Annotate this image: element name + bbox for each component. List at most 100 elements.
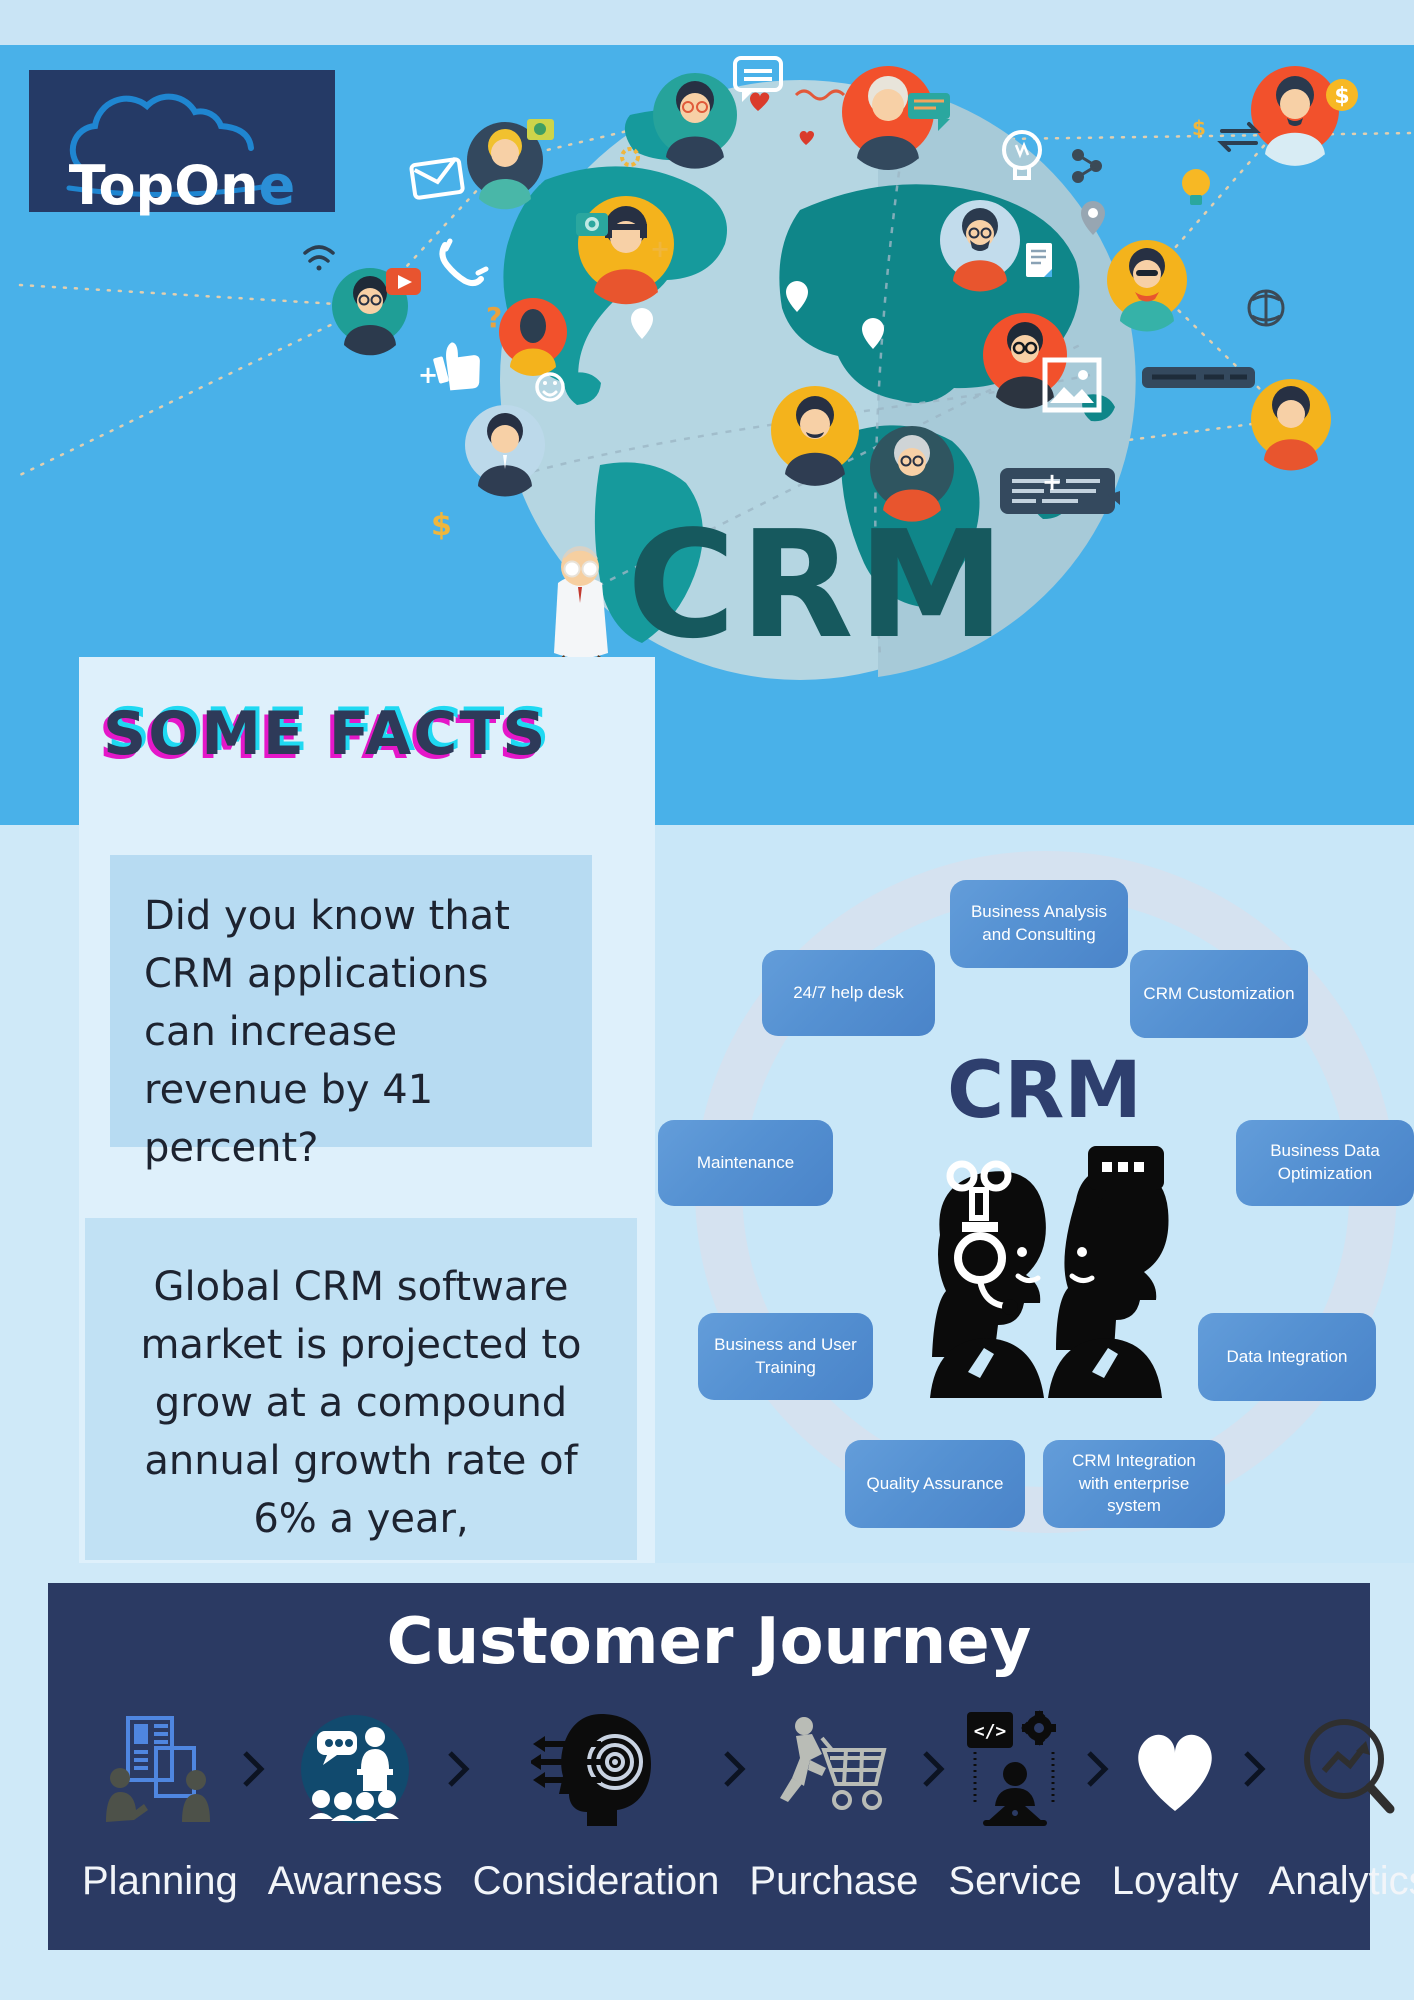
diagram-label-business-user-training: Business and User Training [698, 1313, 873, 1400]
avatar-curly-woman [1251, 379, 1331, 471]
conversation-duo-icon [930, 1146, 1169, 1398]
svg-text:$: $ [1192, 116, 1206, 140]
avatar-woman-sunglasses [1107, 240, 1187, 332]
photo-badge-icon [527, 119, 554, 140]
diagram-label-business-data-optimization: Business Data Optimization [1236, 1120, 1414, 1206]
journey-step-awareness: Awarness [268, 1705, 443, 1904]
avatar-business-woman [465, 405, 545, 497]
lightbulb-icon [1002, 130, 1042, 180]
diagram-label-help-desk: 24/7 help desk [762, 950, 935, 1036]
chat-badge-icon [908, 93, 950, 131]
svg-text:+: + [418, 361, 438, 389]
journey-steps-row: Planning Awarness [82, 1705, 1414, 1904]
speech-bubble-icon [733, 56, 783, 102]
facts-title: SOME FACTS [103, 699, 548, 769]
heart-icon [750, 92, 815, 145]
image-frame-icon [1042, 357, 1102, 413]
diagram-label-business-analysis: Business Analysis and Consulting [950, 880, 1128, 968]
logo-cloud-icon [66, 93, 272, 198]
journey-step-label: Loyalty [1111, 1859, 1239, 1903]
avatar-man-dollar [1251, 66, 1339, 166]
globe-wifi-icon [1247, 289, 1285, 327]
journey-step-analytics: Analytics [1269, 1705, 1414, 1904]
svg-text:$: $ [431, 508, 452, 543]
globe-network-illustration: $ [18, 56, 1414, 680]
wifi-icon [303, 245, 335, 271]
avatar-elder-glasses-woman [870, 426, 954, 522]
phone-icon [439, 238, 489, 287]
journey-step-planning: Planning [82, 1705, 238, 1904]
journey-step-label: Planning [82, 1859, 238, 1903]
top-strip [0, 0, 1414, 45]
keyboard-icon [1142, 367, 1255, 388]
journey-title: Customer Journey [386, 1605, 1032, 1679]
document-icon [1026, 243, 1052, 277]
journey-step-loyalty: Loyalty [1112, 1705, 1239, 1904]
transfer-arrows-icon [1217, 122, 1261, 152]
chevron-right-icon [918, 1705, 948, 1833]
plus-marks: + + +? $ $ [418, 116, 1206, 543]
envelope-icon [409, 157, 465, 200]
diagram-label-crm-customization: CRM Customization [1130, 950, 1308, 1038]
topone-logo: TopOne [29, 70, 335, 217]
journey-step-label: Service [948, 1859, 1082, 1903]
chevron-right-icon [238, 1705, 268, 1833]
thumbs-up-icon [433, 342, 480, 391]
consideration-icon [531, 1714, 651, 1826]
chevron-right-icon [1239, 1705, 1269, 1833]
journey-step-service: </> Service [948, 1705, 1082, 1904]
facts-panel: SOME FACTS Did you know that CRM applica… [79, 657, 655, 1563]
logo-accent-letter: e [258, 154, 296, 217]
dollar-coin-icon: $ [1326, 79, 1358, 111]
journey-step-label: Awarness [267, 1859, 443, 1903]
lightbulb-yellow-icon [1182, 169, 1210, 205]
hero-section: $ [0, 45, 1414, 825]
diagram-crm-title: CRM [947, 1046, 1142, 1136]
avatar-elder-woman [842, 66, 934, 171]
diagram-label-quality-assurance: Quality Assurance [845, 1440, 1025, 1528]
pin-grey-icon [1081, 201, 1105, 235]
avatar-blonde-woman [467, 122, 543, 210]
analytics-icon [1303, 1719, 1395, 1814]
avatar-moustache-man [771, 386, 859, 486]
customer-journey-section: Customer Journey Planning [48, 1583, 1414, 1950]
hero-crm-title: CRM [627, 499, 1009, 671]
logo-wordmark: TopOne [68, 154, 296, 217]
squiggle-icon [794, 89, 846, 101]
smiley-icon [535, 372, 565, 402]
avatar-bearded-man [940, 200, 1020, 292]
avatar-woman-speech-bubble [653, 73, 737, 169]
awareness-icon [301, 1715, 410, 1823]
svg-text:+: + [1042, 468, 1062, 496]
loyalty-icon [1138, 1734, 1212, 1811]
diagram-label-maintenance: Maintenance [658, 1120, 833, 1206]
purchase-icon [779, 1717, 887, 1810]
chevron-right-icon [443, 1705, 473, 1833]
svg-text:?: ? [486, 301, 502, 334]
journey-step-consideration: Consideration [472, 1705, 720, 1904]
journey-step-purchase: Purchase [749, 1705, 918, 1904]
journey-step-label: Analytics [1268, 1859, 1414, 1903]
globe-meridians [519, 129, 1091, 656]
share-icon [1072, 149, 1102, 183]
camera-icon [576, 213, 608, 236]
chevron-right-icon [719, 1705, 749, 1833]
planning-icon [105, 1716, 210, 1822]
svg-text:</>: </> [974, 1721, 1007, 1742]
play-button-icon [386, 268, 421, 295]
professor-character [554, 546, 610, 667]
chevron-right-icon [1082, 1705, 1112, 1833]
gear-icon [620, 147, 640, 167]
journey-step-label: Consideration [472, 1859, 720, 1903]
map-pin-icon [631, 281, 884, 349]
fact-card-growth: Global CRM software market is projected … [85, 1218, 637, 1560]
diagram-label-crm-integration: CRM Integration with enterprise system [1043, 1440, 1225, 1528]
chat-panel-icon [1000, 468, 1120, 514]
svg-text:$: $ [1334, 84, 1349, 109]
service-icon: </> [967, 1710, 1057, 1826]
avatar-silhouette [499, 298, 567, 376]
diagram-label-data-integration: Data Integration [1198, 1313, 1376, 1401]
journey-step-label: Purchase [749, 1859, 919, 1903]
avatar-man-glasses [332, 268, 408, 356]
svg-text:+: + [650, 235, 670, 263]
